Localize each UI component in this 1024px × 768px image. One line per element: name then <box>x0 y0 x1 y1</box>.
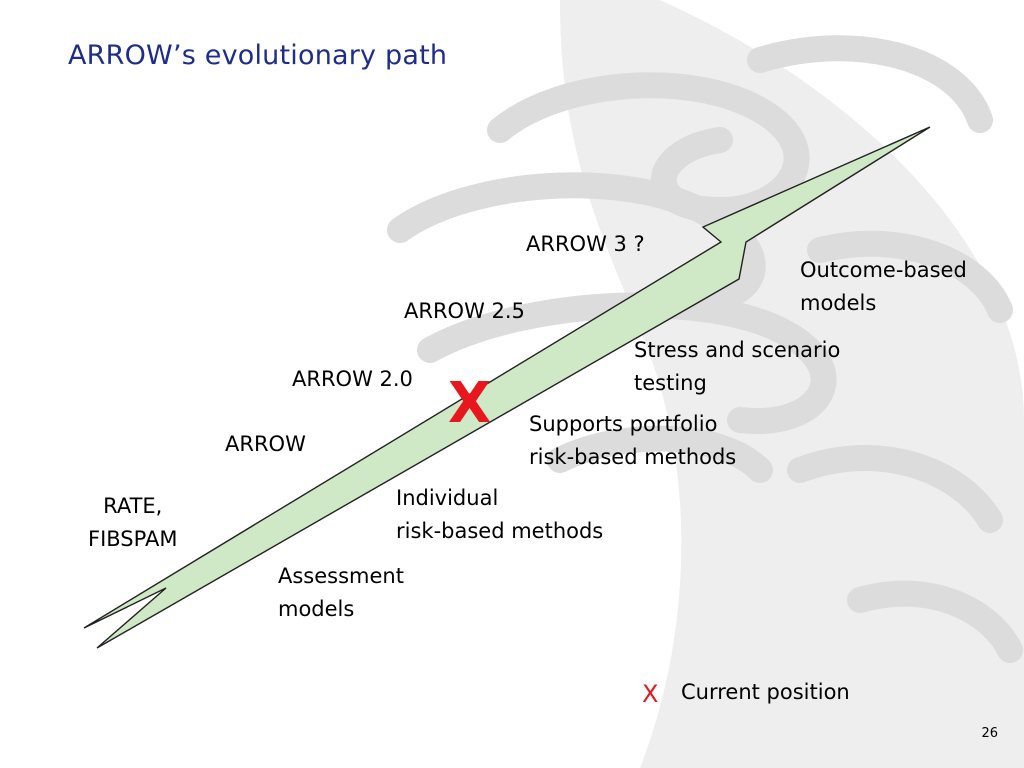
page-number: 26 <box>981 726 998 741</box>
page-title: ARROW’s evolutionary path <box>68 40 448 71</box>
milestone-rate-label: RATE, <box>103 494 163 518</box>
capability-assessment-models: Assessment models <box>278 564 404 621</box>
milestone-arrow: ARROW <box>225 432 306 456</box>
milestone-arrow-2-5: ARROW 2.5 <box>404 299 525 323</box>
milestone-rate-fibspam: RATE, FIBSPAM <box>88 490 177 556</box>
evolution-arrow-shape <box>83 126 931 649</box>
milestone-arrow-2-0: ARROW 2.0 <box>292 367 413 391</box>
milestone-fibspam-label: FIBSPAM <box>88 527 178 551</box>
capability-portfolio-risk: Supports portfolio risk-based methods <box>529 412 737 469</box>
capability-individual-risk: Individual risk-based methods <box>396 486 604 543</box>
current-position-marker: X <box>448 371 492 436</box>
capability-stress-testing: Stress and scenario testing <box>634 338 841 395</box>
legend-current-position: Current position <box>681 680 850 704</box>
milestone-arrow-3: ARROW 3 ? <box>526 232 645 256</box>
capability-outcome-models: Outcome-based models <box>800 258 967 315</box>
legend-marker-icon: X <box>642 680 659 708</box>
